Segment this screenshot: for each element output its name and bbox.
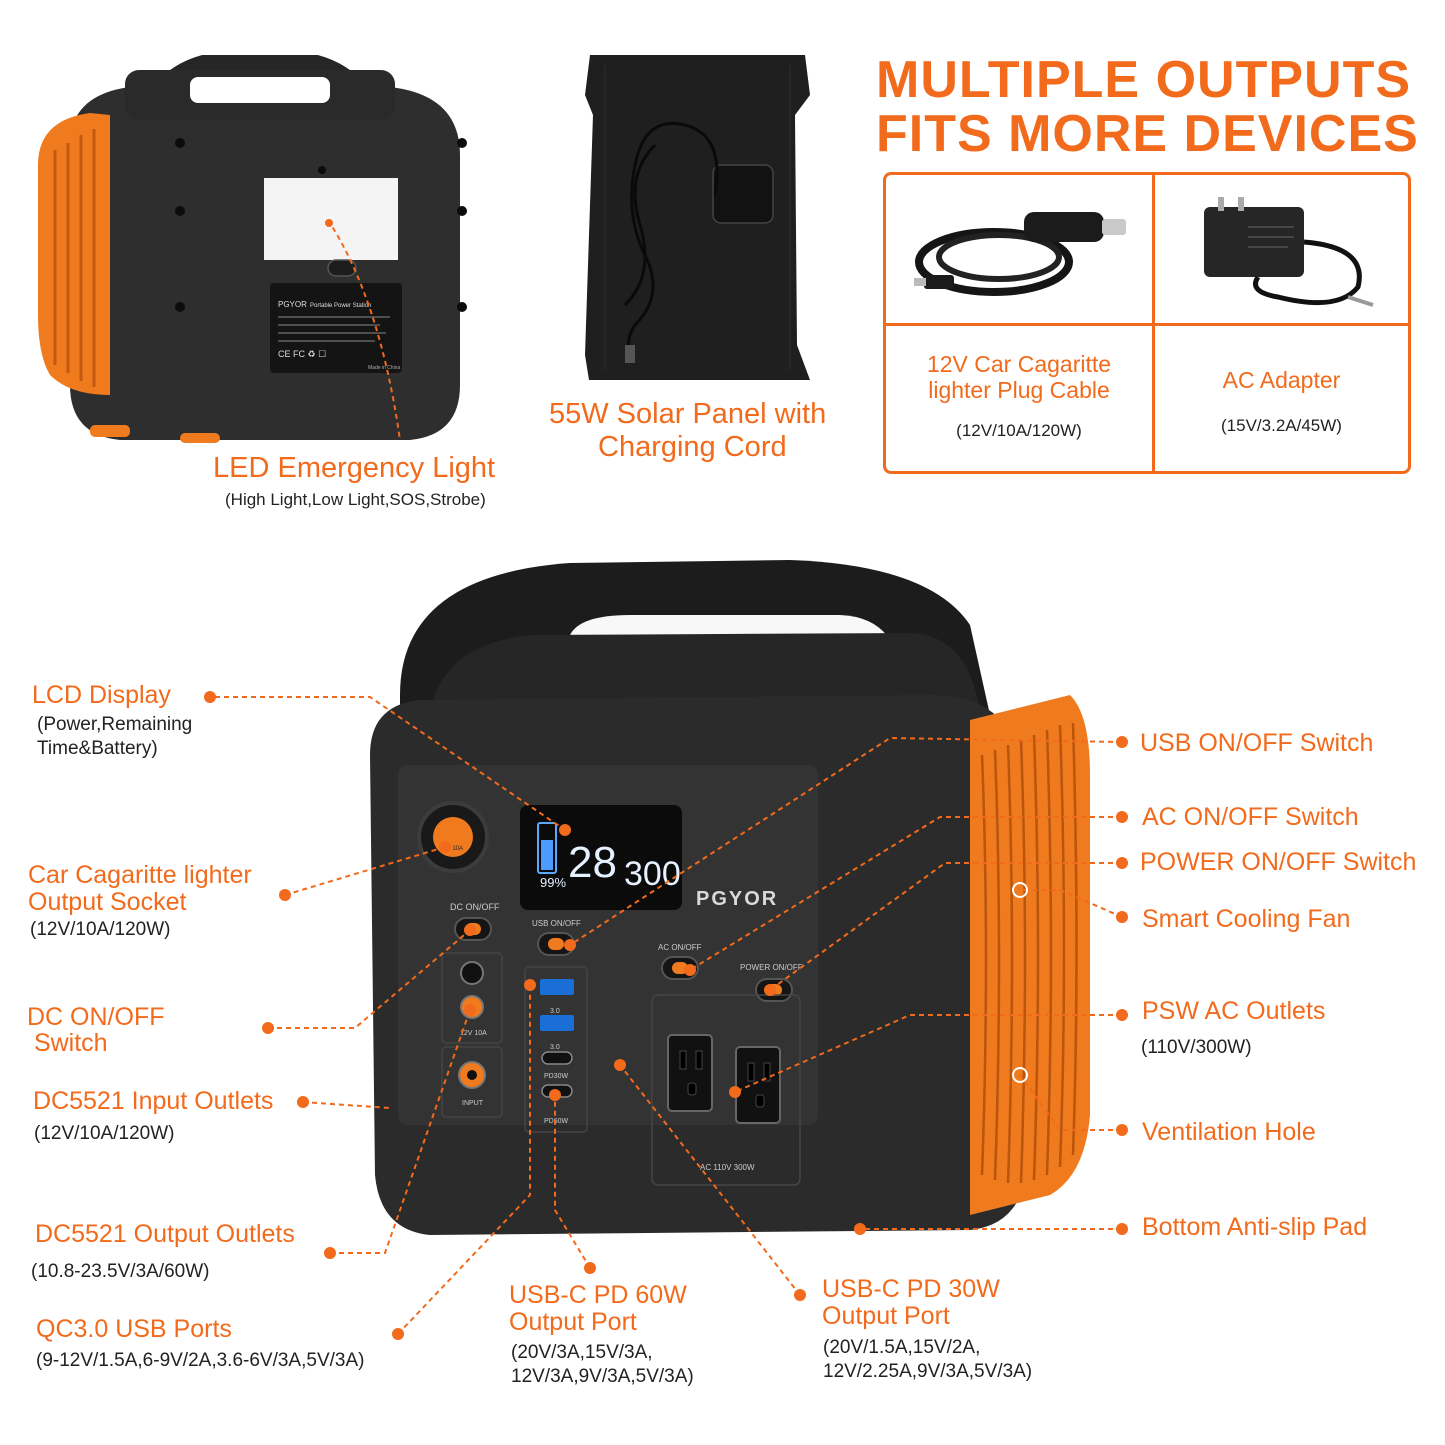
accessories-box: 12V Car Cagaritte lighter Plug Cable (12… bbox=[883, 172, 1411, 474]
callout-car-socket-sub: (12V/10A/120W) bbox=[30, 919, 171, 940]
callout-pd60-title2: Output Port bbox=[509, 1308, 637, 1336]
callout-ac-onoff-title: AC ON/OFF Switch bbox=[1142, 803, 1359, 831]
car-cable-spec: (12V/10A/120W) bbox=[956, 421, 1082, 440]
callout-dc-onoff-title2: Switch bbox=[27, 1029, 108, 1057]
label-plate-title: Portable Power Station bbox=[310, 303, 371, 309]
lcd-right-value: 300 bbox=[624, 855, 681, 893]
label-plate-made-in: Made in China bbox=[368, 365, 400, 371]
led-light-title: LED Emergency Light bbox=[213, 452, 496, 484]
lcd-percent: 99% bbox=[540, 875, 566, 890]
callout-lcd-display-title: LCD Display bbox=[32, 681, 171, 709]
callout-pd30-title2: Output Port bbox=[822, 1302, 950, 1330]
qc-port-1-label: 3.0 bbox=[550, 1008, 560, 1015]
lcd-big-value: 28 bbox=[568, 838, 617, 887]
led-light-modes: (High Light,Low Light,SOS,Strobe) bbox=[225, 490, 486, 509]
callout-ac-outlets-title: PSW AC Outlets bbox=[1142, 997, 1326, 1025]
solar-panel-image bbox=[585, 55, 810, 380]
ac-adapter-title: AC Adapter bbox=[1222, 367, 1341, 393]
solar-panel-title-line2: Charging Cord bbox=[598, 431, 787, 463]
callout-qc-usb-title: QC3.0 USB Ports bbox=[36, 1315, 232, 1343]
dc-onoff-label: DC ON/OFF bbox=[450, 902, 500, 912]
car-socket-label: 12V 10A bbox=[440, 846, 463, 852]
callout-pd30-title1: USB-C PD 30W bbox=[822, 1275, 1000, 1303]
dc-out-label: 12V 10A bbox=[460, 1030, 487, 1037]
power-onoff-label: POWER ON/OFF bbox=[740, 963, 803, 972]
car-cable-image bbox=[914, 212, 1126, 296]
qc-usb-port-2[interactable] bbox=[540, 1015, 574, 1031]
callout-cooling-fan-title: Smart Cooling Fan bbox=[1142, 905, 1351, 933]
label-plate-brand: PGYOR bbox=[278, 300, 307, 309]
power-station-rear-image: PGYOR Portable Power Station CE FC ♻ ☐ M… bbox=[38, 55, 467, 443]
callout-ventilation-title: Ventilation Hole bbox=[1142, 1118, 1316, 1146]
car-cable-title-line2: lighter Plug Cable bbox=[928, 377, 1110, 403]
callout-pd60-title1: USB-C PD 60W bbox=[509, 1281, 687, 1309]
usb-onoff-label: USB ON/OFF bbox=[532, 919, 581, 928]
callout-dc-output-sub: (10.8-23.5V/3A/60W) bbox=[31, 1261, 210, 1282]
callout-pd60-sub2: 12V/3A,9V/3A,5V/3A) bbox=[511, 1366, 694, 1387]
solar-panel-title-line1: 55W Solar Panel with bbox=[549, 398, 827, 430]
headline-line2: FITS MORE DEVICES bbox=[876, 105, 1419, 163]
led-light-panel bbox=[264, 178, 398, 260]
callout-usb-onoff-title: USB ON/OFF Switch bbox=[1140, 729, 1374, 757]
usb-c-pd30-port[interactable] bbox=[541, 1051, 573, 1065]
qc-usb-port-1[interactable] bbox=[540, 979, 574, 995]
pd30-label: PD30W bbox=[544, 1073, 569, 1080]
headline-line1: MULTIPLE OUTPUTS bbox=[876, 51, 1412, 109]
callout-power-onoff-title: POWER ON/OFF Switch bbox=[1140, 848, 1417, 876]
pd60-label: PD60W bbox=[544, 1118, 569, 1125]
callout-dc-input-title: DC5521 Input Outlets bbox=[33, 1087, 274, 1115]
callout-car-socket-title1: Car Cagaritte lighter bbox=[28, 861, 252, 889]
callout-car-socket-title2: Output Socket bbox=[28, 888, 187, 916]
ac-adapter-spec: (15V/3.2A/45W) bbox=[1221, 416, 1342, 435]
callout-pd60-sub1: (20V/3A,15V/3A, bbox=[511, 1342, 653, 1363]
ac-outlet-label: AC 110V 300W bbox=[700, 1163, 755, 1172]
svg-text:CE FC ♻ ☐: CE FC ♻ ☐ bbox=[278, 349, 326, 359]
callout-dc-output-title: DC5521 Output Outlets bbox=[35, 1220, 295, 1248]
callout-qc-usb-sub: (9-12V/1.5A,6-9V/2A,3.6-6V/3A,5V/3A) bbox=[36, 1350, 365, 1371]
callout-pd30-sub2: 12V/2.25A,9V/3A,5V/3A) bbox=[823, 1361, 1033, 1382]
front-brand-logo: PGYOR bbox=[696, 888, 778, 910]
callout-dc-onoff-title1: DC ON/OFF bbox=[27, 1003, 165, 1031]
callout-ac-outlets-sub: (110V/300W) bbox=[1141, 1037, 1252, 1058]
callout-anti-slip-title: Bottom Anti-slip Pad bbox=[1142, 1213, 1368, 1241]
led-leader-line bbox=[327, 219, 401, 441]
power-station-front-image: 28 300 99% PGYOR 12V 10A DC ON/OFF 12V 1… bbox=[370, 560, 1090, 1235]
qc-port-2-label: 3.0 bbox=[550, 1044, 560, 1051]
callout-pd30-sub1: (20V/1.5A,15V/2A, bbox=[823, 1337, 981, 1358]
ac-adapter-image bbox=[1204, 197, 1374, 307]
callout-dc-input-sub: (12V/10A/120W) bbox=[34, 1123, 175, 1144]
input-label: INPUT bbox=[462, 1100, 484, 1107]
car-cable-title-line1: 12V Car Cagaritte bbox=[926, 351, 1112, 377]
ac-onoff-label: AC ON/OFF bbox=[658, 943, 702, 952]
callout-lcd-display-sub1: (Power,Remaining bbox=[37, 714, 193, 735]
callout-lcd-display-sub2: Time&Battery) bbox=[37, 738, 158, 759]
